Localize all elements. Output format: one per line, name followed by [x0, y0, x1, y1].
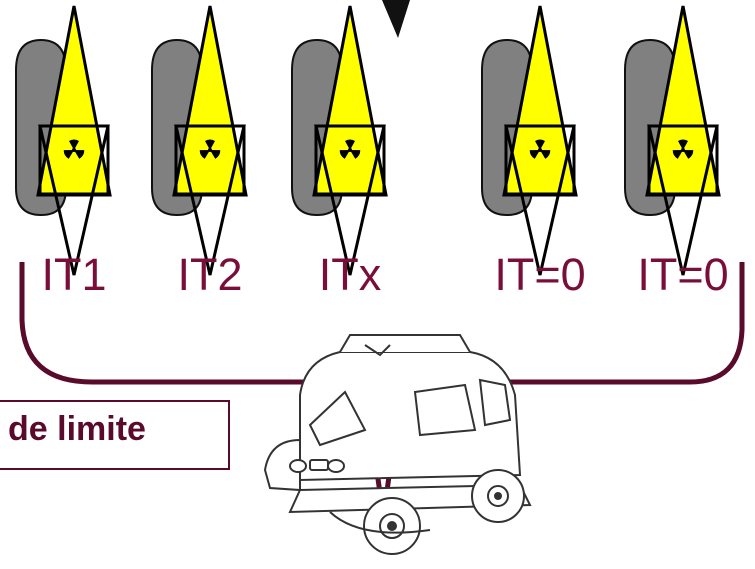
trefoil-center: [348, 148, 352, 152]
limit-box-text: de limite: [8, 410, 146, 449]
source-label: IT=0: [637, 249, 728, 300]
radiation-source: ITx: [292, 6, 386, 300]
trefoil-center: [208, 148, 212, 152]
trefoil-center: [681, 148, 685, 152]
trefoil-center: [538, 148, 542, 152]
limit-box: de limite: [0, 400, 230, 470]
radiation-source: IT=0: [625, 6, 729, 300]
source-label: IT2: [177, 249, 242, 300]
radiation-source: IT1: [16, 6, 110, 300]
radiation-source: IT2: [152, 6, 246, 300]
top-marker: [382, 0, 410, 38]
source-label: IT=0: [494, 249, 585, 300]
source-label: IT1: [41, 249, 106, 300]
truck-icon: [265, 335, 530, 554]
source-label: ITx: [319, 249, 382, 300]
radiation-source: IT=0: [482, 6, 586, 300]
trefoil-center: [72, 148, 76, 152]
